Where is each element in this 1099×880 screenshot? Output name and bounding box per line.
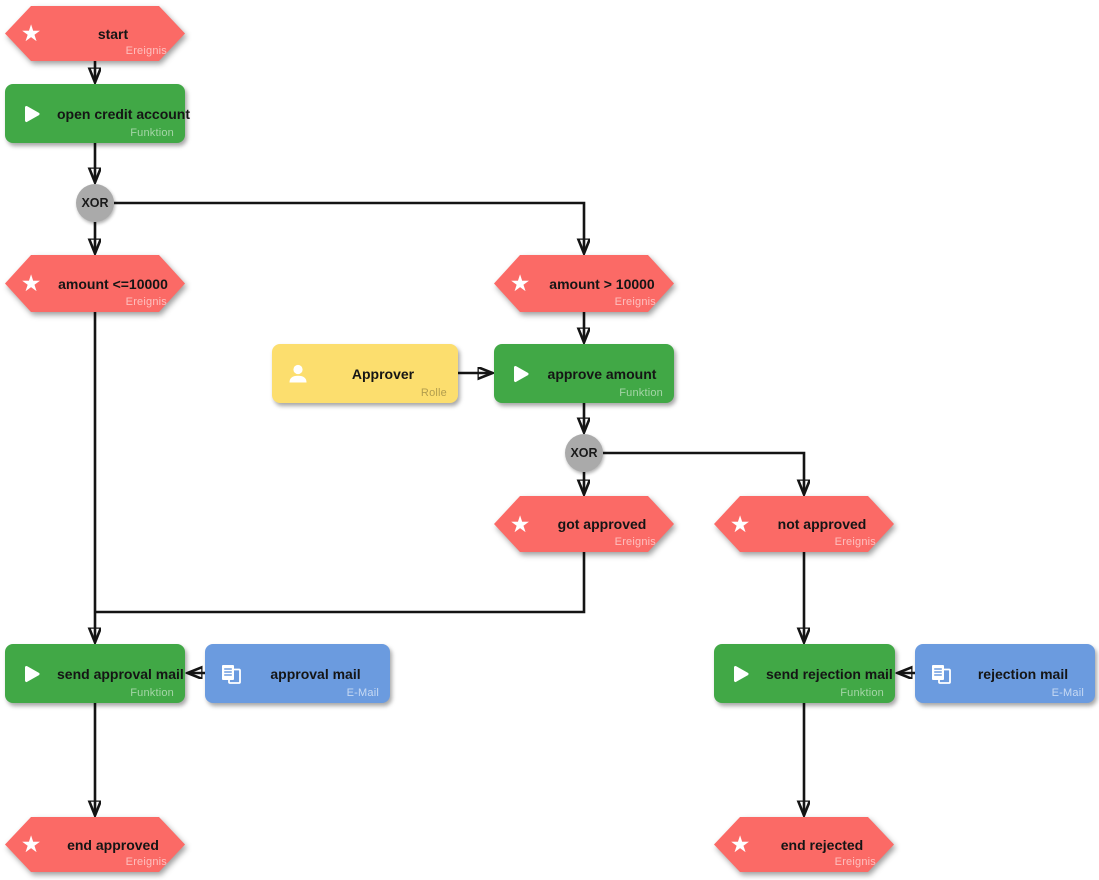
event-shape: ★ amount <=10000 Ereignis	[5, 255, 185, 312]
node-label: rejection mail	[977, 665, 1069, 682]
node-label: end approved	[67, 836, 159, 853]
node-label: send rejection mail	[766, 665, 893, 682]
node-type-label: E-Mail	[346, 687, 379, 699]
node-function-approve-amount[interactable]: approve amount Funktion	[494, 344, 674, 403]
node-type-label: Ereignis	[125, 296, 167, 308]
node-label: send approval mail	[57, 665, 184, 682]
play-icon	[714, 644, 766, 703]
node-label: end rejected	[780, 836, 864, 853]
node-role-approver[interactable]: Approver Rolle	[272, 344, 458, 403]
play-icon	[5, 644, 57, 703]
node-event-start[interactable]: ★ start Ereignis	[5, 6, 185, 61]
edge-got-approved-to-send-approval-mail	[95, 552, 586, 614]
star-icon: ★	[729, 510, 751, 537]
node-label: approve amount	[547, 365, 657, 382]
event-shape: ★ start Ereignis	[5, 6, 185, 61]
node-label: amount > 10000	[549, 275, 655, 292]
node-label: start	[97, 25, 129, 42]
node-label: amount <=10000	[58, 275, 168, 292]
node-event-amount-low[interactable]: ★ amount <=10000 Ereignis	[5, 255, 185, 312]
node-type-label: Funktion	[130, 127, 174, 139]
node-type-label: Ereignis	[125, 45, 167, 57]
node-type-label: Ereignis	[834, 856, 876, 868]
xor-connector-1[interactable]: XOR	[76, 184, 114, 222]
event-shape: ★ got approved Ereignis	[494, 496, 674, 552]
event-shape: ★ end rejected Ereignis	[714, 817, 894, 872]
node-type-label: Ereignis	[614, 536, 656, 548]
node-function-send-rejection-mail[interactable]: send rejection mail Funktion	[714, 644, 895, 703]
star-icon: ★	[509, 270, 531, 296]
star-icon: ★	[20, 831, 42, 857]
node-type-label: E-Mail	[1051, 687, 1084, 699]
star-icon: ★	[509, 510, 531, 537]
play-icon	[494, 344, 546, 403]
event-shape: ★ amount > 10000 Ereignis	[494, 255, 674, 312]
event-shape: ★ end approved Ereignis	[5, 817, 185, 872]
node-label: got approved	[557, 516, 647, 532]
node-label: approval mail	[270, 665, 361, 682]
node-event-amount-high[interactable]: ★ amount > 10000 Ereignis	[494, 255, 674, 312]
node-type-label: Funktion	[840, 687, 884, 699]
node-type-label: Funktion	[130, 687, 174, 699]
node-type-label: Ereignis	[125, 856, 167, 868]
edge-xor2-to-not-approved	[603, 451, 804, 494]
node-email-rejection-mail[interactable]: rejection mail E-Mail	[915, 644, 1095, 703]
node-event-got-approved[interactable]: ★ got approved Ereignis	[494, 496, 674, 552]
star-icon: ★	[20, 20, 42, 46]
connector-label: XOR	[570, 446, 598, 460]
person-icon	[272, 344, 324, 403]
node-type-label: Rolle	[420, 387, 447, 399]
node-type-label: Funktion	[619, 387, 663, 399]
node-label: open credit account	[57, 105, 191, 122]
event-shape: ★ not approved Ereignis	[714, 496, 894, 552]
node-label: not approved	[777, 516, 867, 532]
document-icon	[915, 644, 967, 703]
play-icon	[5, 84, 57, 143]
node-function-send-approval-mail[interactable]: send approval mail Funktion	[5, 644, 185, 703]
node-function-open-credit-account[interactable]: open credit account Funktion	[5, 84, 190, 143]
star-icon: ★	[729, 831, 751, 857]
node-event-end-approved[interactable]: ★ end approved Ereignis	[5, 817, 185, 872]
node-event-not-approved[interactable]: ★ not approved Ereignis	[714, 496, 894, 552]
star-icon: ★	[20, 270, 42, 296]
xor-connector-2[interactable]: XOR	[565, 434, 603, 472]
node-type-label: Ereignis	[834, 536, 876, 548]
node-email-approval-mail[interactable]: approval mail E-Mail	[205, 644, 390, 703]
edge-xor1-to-amount-high	[114, 201, 584, 253]
node-event-end-rejected[interactable]: ★ end rejected Ereignis	[714, 817, 894, 872]
node-type-label: Ereignis	[614, 296, 656, 308]
connector-label: XOR	[81, 196, 109, 210]
node-label: Approver	[351, 365, 415, 382]
document-icon	[205, 644, 257, 703]
